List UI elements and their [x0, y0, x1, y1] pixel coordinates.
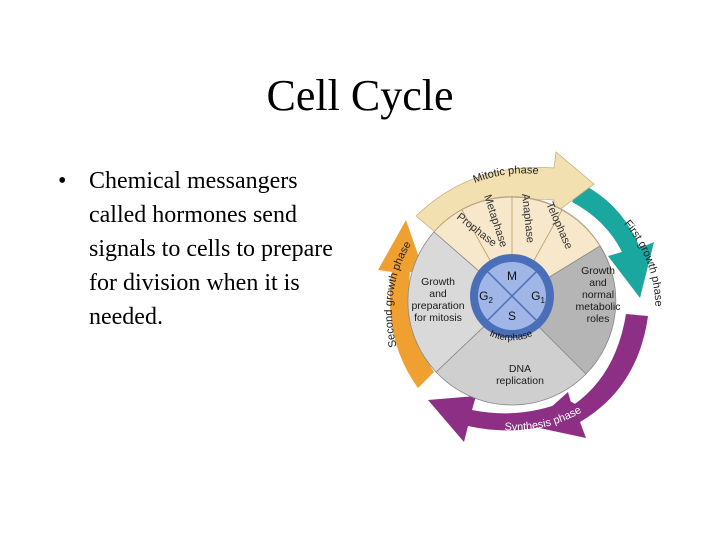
center-g2: G2 [479, 289, 493, 305]
center-divider [511, 271, 537, 297]
g2-segment-label: Growth and preparation for mitosis [411, 276, 464, 324]
g1-arrow [572, 184, 654, 298]
g1-segment-label: Growth and normal metabolic roles [576, 265, 621, 325]
interphase-label: Interphase [488, 328, 534, 343]
g2-wedge [407, 231, 513, 373]
g1-label-line: Growth [581, 265, 615, 277]
center-g1: G1 [531, 289, 545, 305]
s-segment-label: DNA replication [496, 363, 544, 387]
slide-title: Cell Cycle [266, 71, 454, 120]
center-divider [487, 271, 513, 297]
g2-label-line: Growth [421, 276, 455, 288]
g1-label-line: metabolic [576, 301, 621, 313]
center-s: S [508, 309, 516, 323]
bullet-dot-icon: • [58, 168, 67, 194]
s-arrow [428, 396, 586, 442]
g2-label-line: preparation [411, 300, 464, 312]
mitosis-wedge [433, 196, 601, 301]
stage-anaphase: Anaphase [519, 193, 536, 244]
center-divider [487, 295, 513, 321]
s-label-line: replication [496, 375, 544, 387]
s-wedge [435, 299, 587, 406]
g2-label-line: and [429, 288, 447, 300]
s-label-line: DNA [509, 363, 531, 375]
g2-label-line: for mitosis [414, 312, 462, 324]
g1-label-line: and [589, 277, 607, 289]
center-divider [511, 295, 537, 321]
bullet-text: Chemical messangers called hormones send… [89, 168, 333, 330]
bullet-item: • Chemical messangers called hormones se… [58, 164, 358, 334]
cell-cycle-diagram: Prophase Metaphase Anaphase Telophase Gr… [378, 151, 664, 442]
g1-label-line: roles [587, 313, 610, 325]
g1-label-line: normal [582, 289, 614, 301]
bullet-list: • Chemical messangers called hormones se… [58, 164, 358, 334]
g1-wedge [511, 245, 617, 375]
center-m: M [507, 269, 517, 283]
